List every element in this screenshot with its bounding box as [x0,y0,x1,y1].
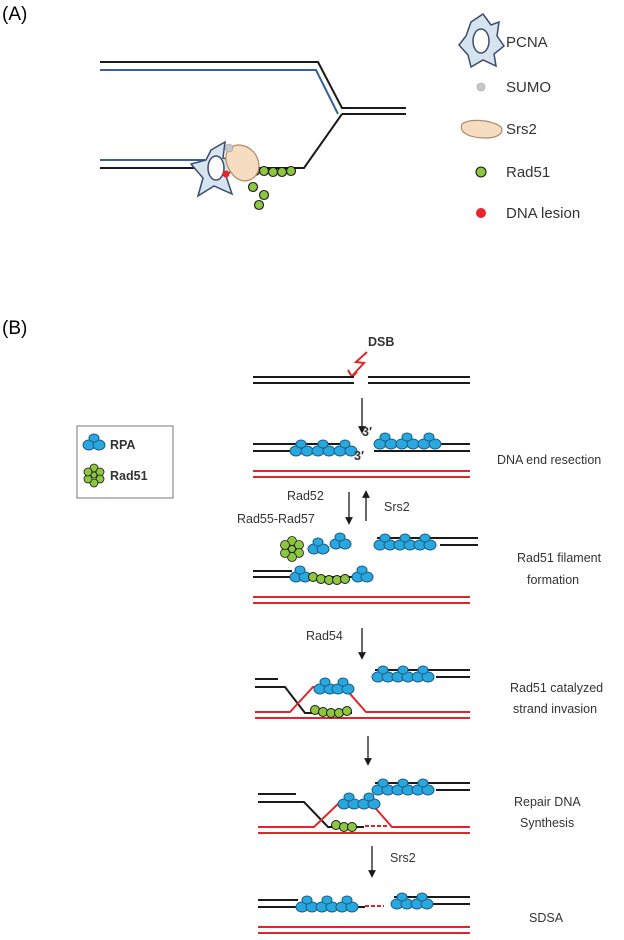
legend-a-srs2-label: Srs2 [506,121,537,138]
dsb-label: DSB [368,335,394,349]
sumo-icon [476,82,486,92]
legend-a-lesion-label: DNA lesion [506,205,580,222]
sdsa-dna [258,896,470,934]
rad55-rad57-label: Rad55-Rad57 [237,512,315,526]
legend-a-sumo-label: SUMO [506,79,551,96]
broken-dna-step0 [253,376,470,384]
dna-lesion-icon [476,208,486,218]
rpa-cluster-sdsa [295,892,434,913]
panel-b-label: (B) [2,318,27,339]
lightning-icon [351,351,368,377]
rad54-label: Rad54 [306,629,343,643]
free-rad51-ring [280,536,304,562]
legend-a-lesion: DNA lesion [476,205,580,222]
panel-a-label: (A) [2,4,27,25]
rad51-synthesis [331,820,357,832]
rad51-icon [475,166,487,178]
step-invasion-label-2: strand invasion [513,702,597,716]
three-prime-bottom: 3′ [354,449,364,463]
rpa-cluster-synthesis [337,778,435,810]
srs2-icon [460,119,503,139]
free-rpa-molecules [307,532,352,555]
step-sdsa-label: SDSA [529,911,564,925]
step-synthesis-label-1: Repair DNA [514,795,581,809]
rad51-on-filament [308,572,350,585]
legend-b-rad51-label: Rad51 [110,469,148,483]
replication-fork [100,61,406,169]
rad51-ring-icon [83,463,105,488]
legend-a-pcna-label: PCNA [506,34,548,51]
rad51-invasion [310,705,352,718]
rpa-icon [82,433,106,451]
legend-a-sumo: SUMO [476,79,551,96]
legend-a-rad51-label: Rad51 [506,164,550,181]
step-filament-label-2: formation [527,573,579,587]
legend-a-rad51: Rad51 [475,164,550,181]
step-invasion-label-1: Rad51 catalyzed [510,681,603,695]
sumo-dot-a [224,143,234,153]
srs2-protein-bound [225,144,260,182]
dna-lesion-dot-a [222,170,230,178]
three-prime-top: 3′ [362,425,372,439]
legend-b-rpa-label: RPA [110,438,135,452]
pcna-ring-on-dna [189,140,243,198]
srs2-final-label: Srs2 [390,851,416,865]
invasion-dna [255,669,470,719]
rpa-cluster-invasion [313,665,435,695]
legend-a-pcna: PCNA [458,12,548,69]
legend-a-srs2: Srs2 [460,119,537,139]
rad52-label: Rad52 [287,489,324,503]
srs2-reverse-label: Srs2 [384,500,410,514]
rpa-cluster-filament [289,533,437,583]
legend-b-box: RPA Rad51 [76,425,174,499]
step-resection-label: DNA end resection [497,453,601,467]
step-synthesis-label-2: Synthesis [520,816,574,830]
step-filament-label-1: Rad51 filament [517,551,602,565]
rpa-cluster-resection [289,432,442,457]
